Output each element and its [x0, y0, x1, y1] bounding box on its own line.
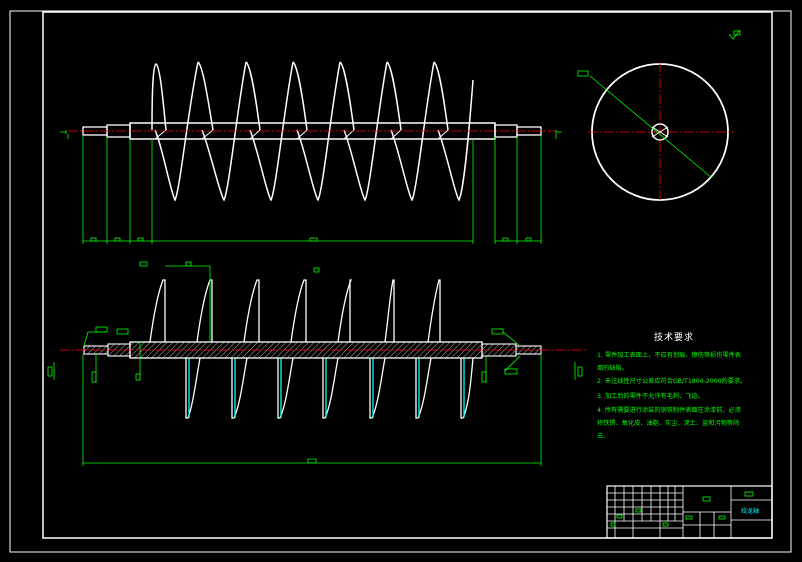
title-block-part-name: 绞龙轴 [741, 507, 759, 515]
section-lower-flights [185, 357, 474, 419]
top-flights-front [151, 61, 449, 131]
top-view [60, 61, 562, 244]
section-upper-flights [149, 279, 441, 343]
title-block [606, 485, 773, 539]
section-hidden-lines [188, 358, 465, 418]
inner-frame [42, 11, 773, 539]
tech-req-line: 2. 未注线性尺寸公差应符合GB/T1804-2000的要求。 [597, 377, 746, 385]
top-dimension-lines [82, 135, 542, 244]
tech-req-line: 4. 所有需要进行涂装的钢铁制件表面在涂漆前，必须 [597, 406, 741, 414]
tech-req-line: 去。 [597, 432, 609, 440]
tech-req-line: 3. 加工后的零件不允许有毛刺、飞边。 [597, 392, 704, 400]
top-flights-back [154, 61, 474, 202]
title-block-grid [607, 486, 715, 538]
tech-req-line: 面的缺陷。 [597, 364, 628, 372]
end-view-diameter-leader [577, 70, 713, 179]
tech-req-line: 将铁锈、氧化皮、油脂、灰尘、泥土、盐和污物等除 [597, 419, 740, 427]
outer-border [9, 10, 792, 553]
section-dimension-lines [47, 261, 583, 466]
end-view [577, 62, 734, 202]
section-view [47, 261, 586, 466]
roughness-symbol [728, 29, 741, 40]
tech-requirements: 技术要求 1. 零件加工表面上，不应有划痕、擦伤等损伤零件表 面的缺陷。 2. … [597, 331, 746, 440]
tech-req-title: 技术要求 [654, 331, 694, 343]
tech-req-line: 1. 零件加工表面上，不应有划痕、擦伤等损伤零件表 [597, 351, 741, 359]
